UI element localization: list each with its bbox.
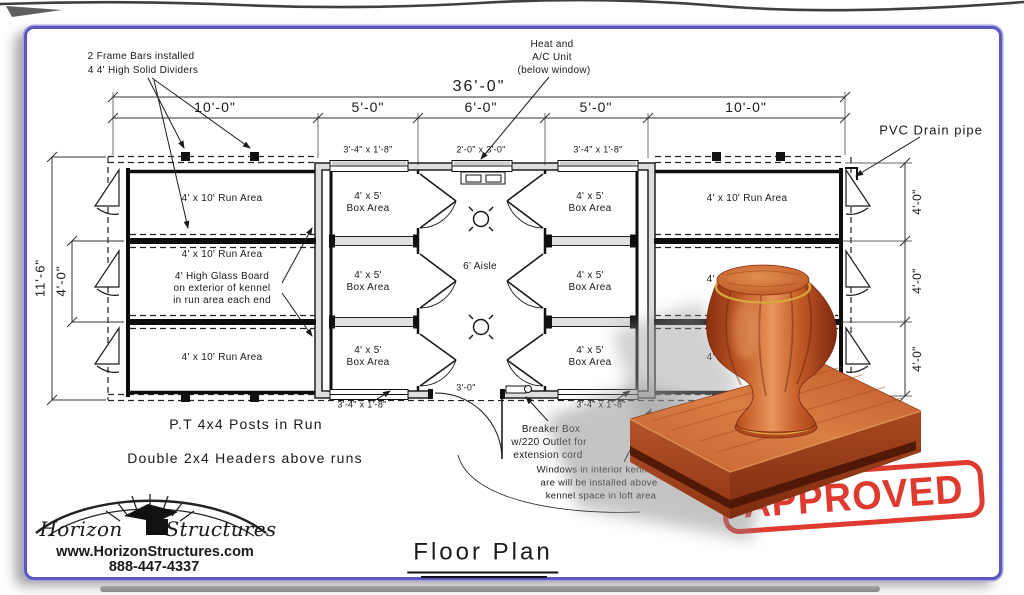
dim-height-run-left: 4'-0" xyxy=(53,265,69,297)
heat-ac-note-line3: (below window) xyxy=(517,65,591,76)
box-area-r2-line2: Box Area xyxy=(568,282,612,293)
dim-right-run-2: 4'-0" xyxy=(910,268,924,294)
loft-note-line2: are will be installed above xyxy=(540,477,658,489)
box-area-l2-line2: Box Area xyxy=(346,282,390,293)
glass-board-note-line2: on exterior of kennel xyxy=(173,283,271,294)
box-area-l3-line2: Box Area xyxy=(346,357,390,368)
frame-bars-note-line1: 2 Frame Bars installed xyxy=(87,51,195,62)
box-area-r1-line1: 4' x 5' xyxy=(576,191,604,202)
run-area-right-2: 4' x 10' Run Area xyxy=(706,274,788,285)
loft-note-line3: kennel space in loft area xyxy=(545,490,657,502)
page-title: Floor Plan xyxy=(407,539,559,574)
breaker-note-line3: extension cord xyxy=(513,450,583,461)
run-area-right-3: 4' x 10' Run Area xyxy=(706,352,788,363)
window-label-bottom-right: 3'-4" x 1'-8" xyxy=(576,399,626,410)
logo-word-horizon: Horizon xyxy=(39,517,123,541)
dim-total-width: 36'-0" xyxy=(452,78,506,95)
heat-ac-note-line1: Heat and xyxy=(530,39,574,50)
page-bottom-shadow xyxy=(100,586,880,592)
box-area-l2-line1: 4' x 5' xyxy=(354,270,382,281)
logo-word-structures: Structures xyxy=(165,517,277,541)
dim-seg-10-left: 10'-0" xyxy=(194,99,236,115)
aisle-label: 6' Aisle xyxy=(463,261,497,272)
dim-seg-6-center: 6'-0" xyxy=(464,99,498,115)
dim-height-total: 11'-6" xyxy=(32,258,48,298)
run-area-left-1: 4' x 10' Run Area xyxy=(181,193,263,204)
box-area-l1-line1: 4' x 5' xyxy=(354,191,382,202)
window-label-top-center: 2'-0" x 3'-0" xyxy=(456,144,506,155)
run-area-left-3: 4' x 10' Run Area xyxy=(181,352,263,363)
box-area-r1-line2: Box Area xyxy=(568,203,612,214)
heat-ac-note-line2: A/C Unit xyxy=(532,52,572,63)
page-border-frame xyxy=(24,26,1002,580)
box-area-r2-line1: 4' x 5' xyxy=(576,270,604,281)
glass-board-note-line3: in run area each end xyxy=(173,295,271,306)
title-underline xyxy=(421,576,547,578)
breaker-note-line2: w/220 Outlet for xyxy=(511,437,587,448)
box-area-r3-line2: Box Area xyxy=(568,357,612,368)
window-label-bottom-left: 3'-4" x 1'-8" xyxy=(337,399,387,410)
box-area-l3-line1: 4' x 5' xyxy=(354,345,382,356)
dim-seg-10-right: 10'-0" xyxy=(725,99,767,115)
glass-board-note-line1: 4' High Glass Board xyxy=(174,271,270,282)
door-width-label: 3'-0" xyxy=(456,382,476,393)
box-area-l1-line2: Box Area xyxy=(346,203,390,214)
dim-right-run-1: 4'-0" xyxy=(910,189,924,215)
logo-phone: 888-447-4337 xyxy=(108,558,200,575)
logo-website: www.HorizonStructures.com xyxy=(56,543,254,560)
posts-note: P.T 4x4 Posts in Run xyxy=(169,416,323,432)
dim-right-run-3: 4'-0" xyxy=(910,346,924,372)
headers-note: Double 2x4 Headers above runs xyxy=(127,450,363,466)
run-area-left-2: 4' x 10' Run Area xyxy=(181,249,263,260)
box-area-r3-line1: 4' x 5' xyxy=(576,345,604,356)
window-label-top-left: 3'-4" x 1'-8" xyxy=(343,144,393,155)
pvc-drain-label: PVC Drain pipe xyxy=(879,122,983,138)
approved-stamp-text: APPROVED xyxy=(741,466,965,527)
breaker-note-line1: Breaker Box xyxy=(521,424,581,435)
dim-seg-5-right: 5'-0" xyxy=(579,99,613,115)
frame-bars-note-line2: 4 4' High Solid Dividers xyxy=(87,65,199,76)
run-area-right-1: 4' x 10' Run Area xyxy=(706,193,788,204)
loft-note-line1: Windows in interior kennel xyxy=(536,464,656,476)
window-label-top-right: 3'-4" x 1'-8" xyxy=(573,144,623,155)
dim-seg-5-left: 5'-0" xyxy=(351,99,385,115)
